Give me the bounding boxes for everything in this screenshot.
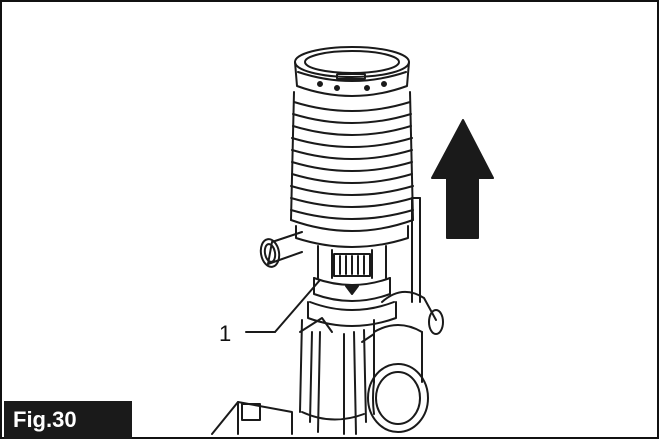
side-nozzle bbox=[259, 231, 303, 268]
drill-body bbox=[211, 317, 375, 435]
triangle-marker-icon bbox=[345, 285, 359, 295]
figure-label: Fig.30 bbox=[4, 401, 132, 439]
callout-number: 1 bbox=[219, 321, 232, 346]
collar bbox=[307, 245, 397, 327]
pipe-attachment bbox=[367, 291, 444, 433]
up-arrow-icon bbox=[431, 119, 494, 239]
bellows-cup bbox=[290, 46, 414, 248]
